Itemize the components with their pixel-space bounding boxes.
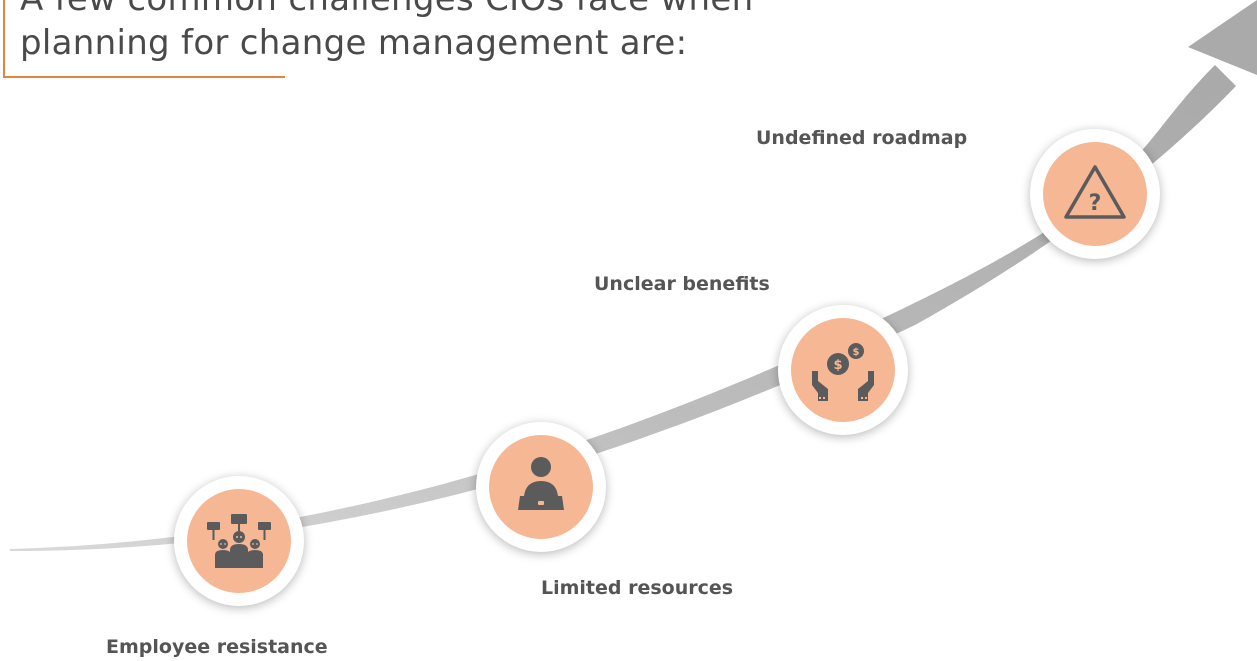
page-title-line-1: A few common challenges CIOs face when: [20, 0, 753, 19]
svg-text:$: $: [853, 347, 860, 358]
step-undefined-roadmap: ?: [1030, 129, 1160, 259]
step-label-undefined-roadmap: Undefined roadmap: [756, 127, 968, 149]
step-employee-resistance: [174, 476, 304, 606]
title-underline: [3, 76, 285, 78]
arrow-head: [1188, 0, 1257, 75]
protest-crowd-icon: [207, 514, 271, 568]
warning-question-icon: ?: [1064, 165, 1126, 219]
svg-text:$: $: [833, 358, 842, 373]
person-laptop-icon: [518, 457, 564, 510]
title-accent-bar: [3, 0, 5, 77]
arrow-shaft: [10, 65, 1236, 552]
step-label-employee-resistance: Employee resistance: [106, 636, 328, 658]
step-label-limited-resources: Limited resources: [541, 577, 734, 599]
step-label-unclear-benefits: Unclear benefits: [594, 273, 770, 295]
page-title-line-2: planning for change management are:: [20, 23, 688, 63]
step-unclear-benefits: $ $: [778, 305, 908, 435]
step-limited-resources: [476, 422, 606, 552]
svg-text:?: ?: [1089, 191, 1102, 216]
header: A few common challenges CIOs face when p…: [0, 0, 900, 90]
hands-coins-icon: $ $: [812, 343, 874, 401]
